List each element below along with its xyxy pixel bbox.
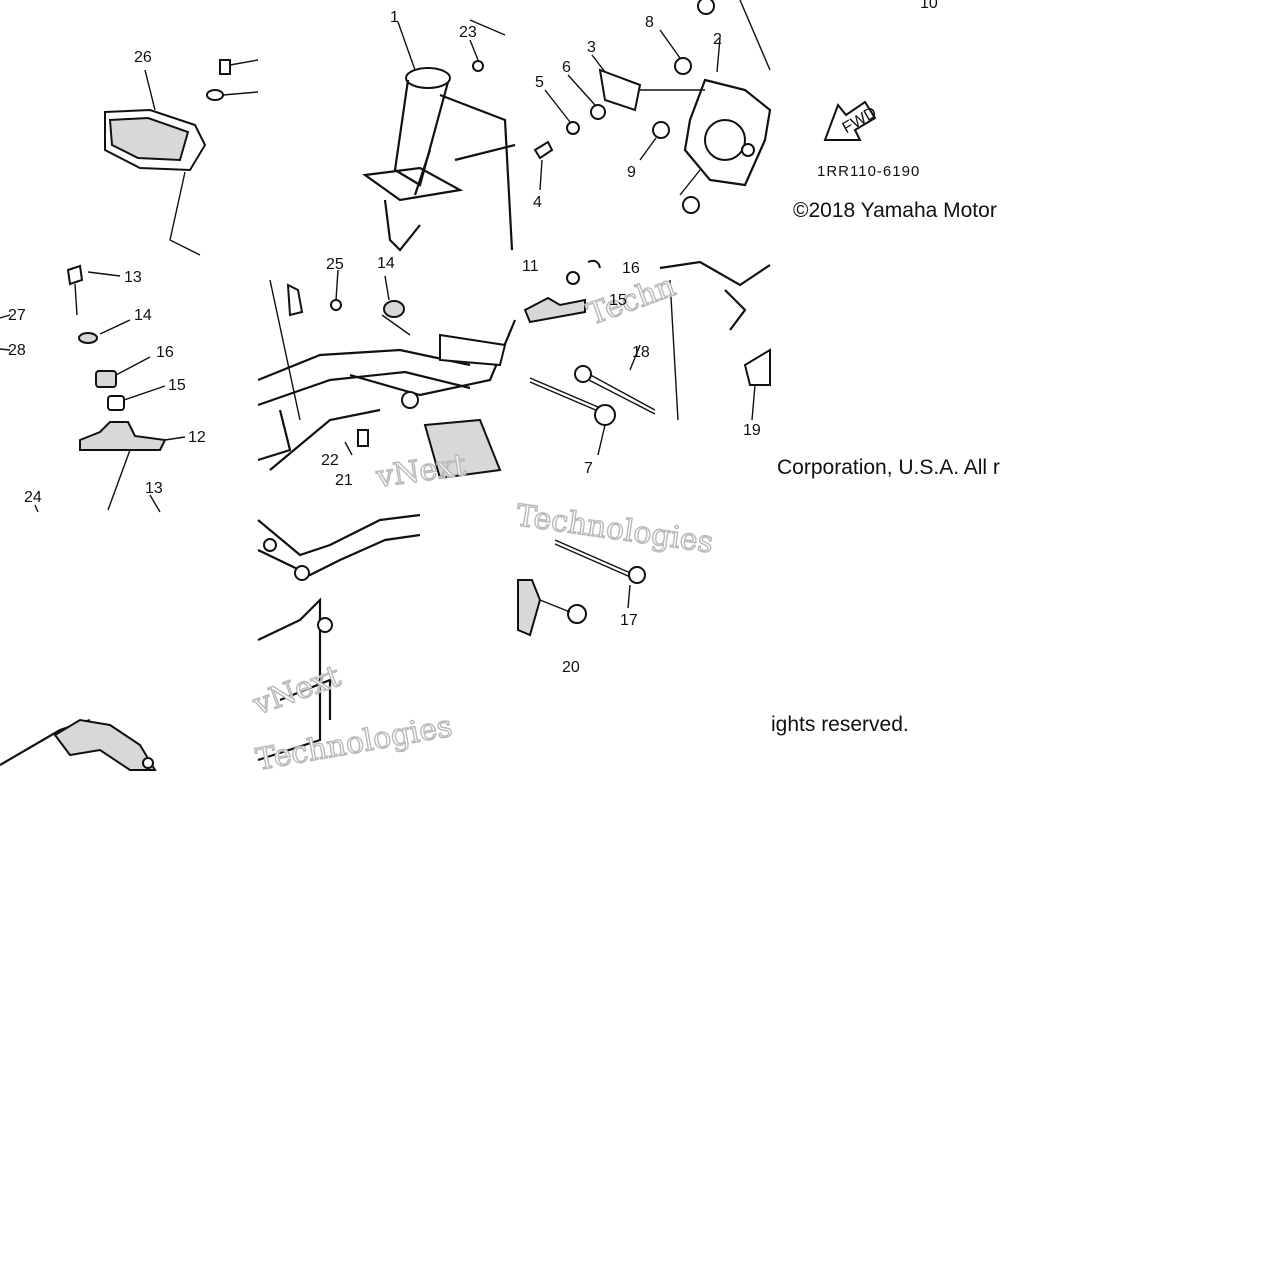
callout-16b: 16 <box>622 260 640 277</box>
callout-14: 14 <box>134 307 152 324</box>
watermark-text-3: Technologies <box>514 498 715 560</box>
callout-19: 19 <box>743 422 761 439</box>
watermark-text-2: vNext <box>373 448 468 495</box>
callouts: 1 2 3 4 5 6 7 8 9 10 11 12 13 13 14 14 1… <box>8 0 938 676</box>
callout-8: 8 <box>645 14 654 31</box>
callout-6: 6 <box>562 59 571 76</box>
copyright-line-3: ights reserved. <box>771 713 909 736</box>
callout-20: 20 <box>562 659 580 676</box>
callout-3: 3 <box>587 39 596 56</box>
callout-23: 23 <box>459 24 477 41</box>
clamp-stack <box>0 264 186 513</box>
frame-head <box>362 19 516 252</box>
cover-part-26 <box>104 59 259 256</box>
callout-17: 17 <box>620 612 638 629</box>
callout-10: 10 <box>920 0 938 12</box>
callout-18: 18 <box>632 344 650 361</box>
callout-24: 24 <box>24 489 42 506</box>
bolt-set <box>523 259 771 456</box>
fwd-arrow-icon: FWD <box>823 100 880 141</box>
callout-22: 22 <box>321 452 339 469</box>
callout-9: 9 <box>627 164 636 181</box>
watermark-text-1: Techn <box>583 269 680 333</box>
callout-13: 13 <box>124 269 142 286</box>
callout-1: 1 <box>390 9 399 26</box>
blank-area <box>0 775 1285 1285</box>
callout-13b: 13 <box>145 480 163 497</box>
callout-15: 15 <box>168 377 186 394</box>
callout-26: 26 <box>134 49 152 66</box>
callout-25: 25 <box>326 256 344 273</box>
copyright-line-2: Corporation, U.S.A. All r <box>777 456 1000 479</box>
bracket-assembly <box>533 0 772 214</box>
watermark-text-5: Technologies <box>253 709 455 778</box>
callout-27: 27 <box>8 307 26 324</box>
callout-5: 5 <box>535 74 544 91</box>
copyright-line-1: ©2018 Yamaha Motor <box>793 199 997 222</box>
callout-11: 11 <box>522 258 539 275</box>
frame-mid <box>257 269 517 480</box>
rail-lower <box>0 718 157 771</box>
part-code: 1RR110-6190 <box>817 163 920 180</box>
callout-15b: 15 <box>609 292 627 309</box>
callout-2: 2 <box>713 31 722 48</box>
frame-lower <box>257 513 421 762</box>
callout-4: 4 <box>533 194 542 211</box>
callout-28: 28 <box>8 342 26 359</box>
bolt-17-20 <box>517 539 646 637</box>
callout-7: 7 <box>584 460 593 477</box>
callout-21: 21 <box>335 472 353 489</box>
callout-14b: 14 <box>377 255 395 272</box>
callout-16: 16 <box>156 344 174 361</box>
callout-12: 12 <box>188 429 206 446</box>
